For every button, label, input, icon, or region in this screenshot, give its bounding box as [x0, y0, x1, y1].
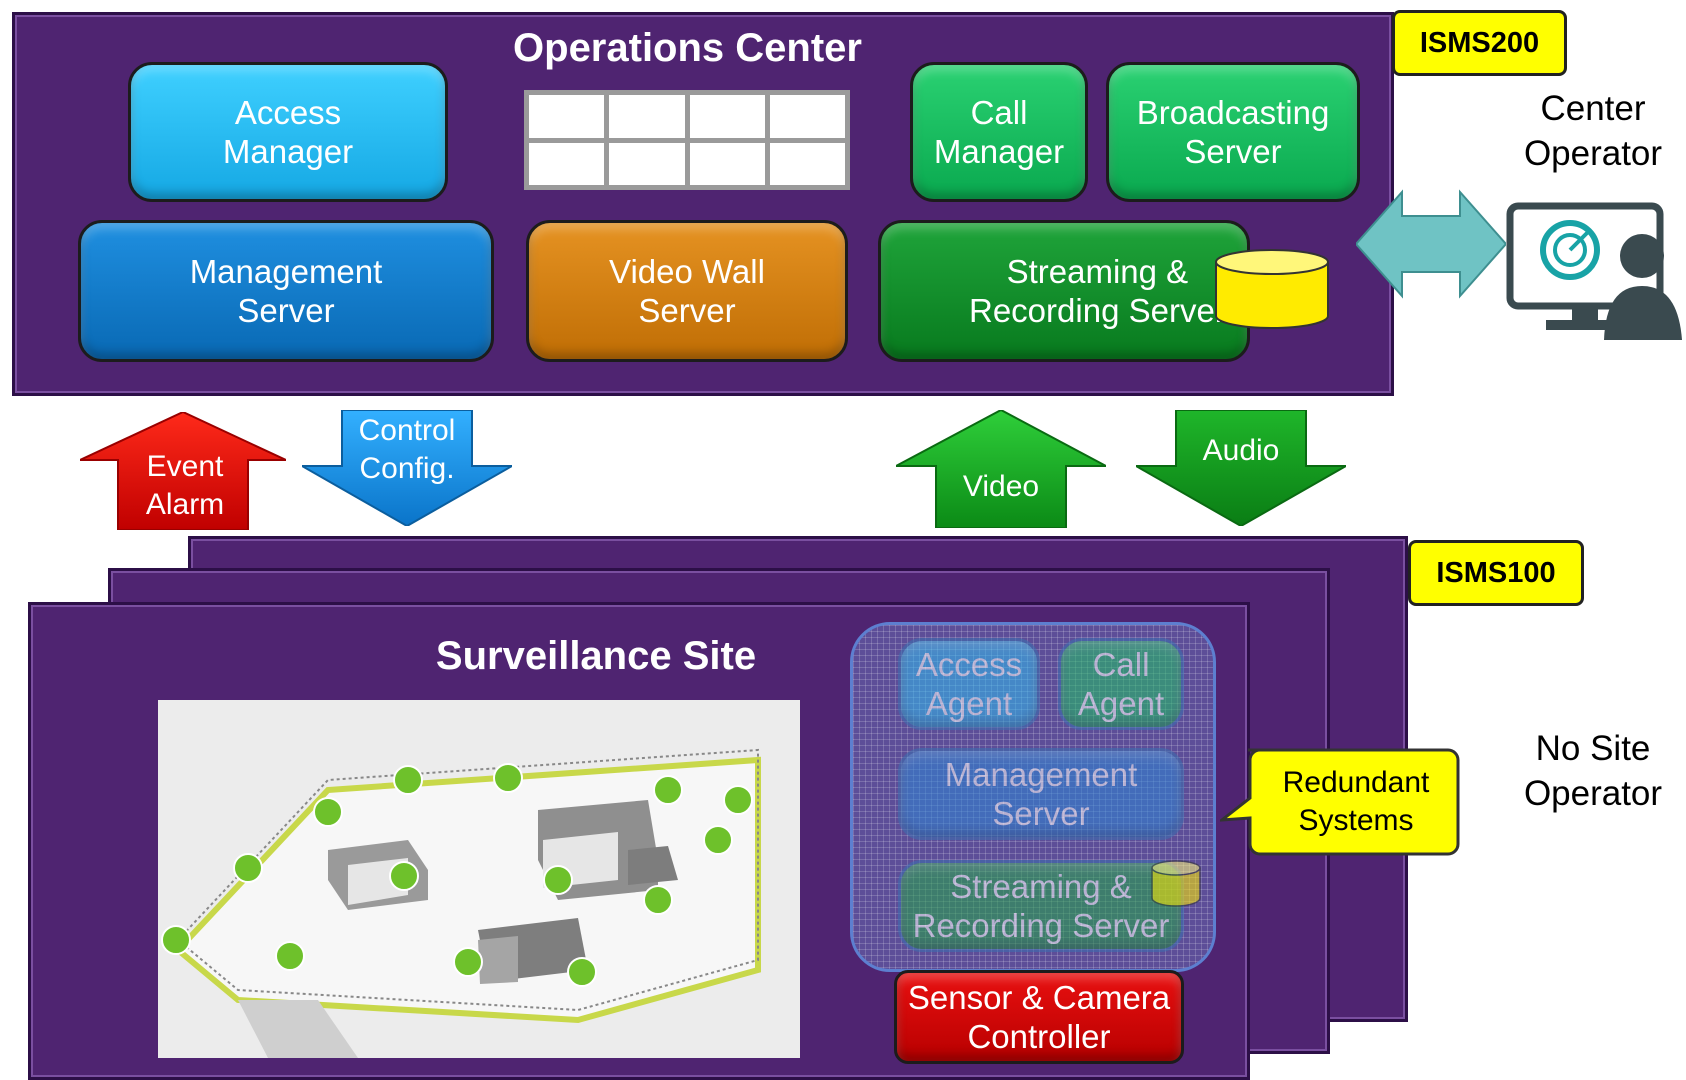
call-manager-box: Call Manager [910, 62, 1088, 202]
site-map-illustration [158, 700, 800, 1058]
operator-monitor-icon [1506, 202, 1682, 340]
redundant-systems-label: Redundant Systems [1282, 766, 1430, 837]
surveillance-site-title: Surveillance Site [435, 634, 757, 678]
video-wall-grid-icon [524, 90, 850, 190]
video-wall-server-box: Video Wall Server [526, 220, 848, 362]
access-manager-box: Access Manager [128, 62, 448, 202]
audio-label: Audio [1202, 434, 1280, 467]
operations-center-title: Operations Center [513, 26, 862, 70]
event-alarm-arrow [80, 412, 286, 530]
redundant-callout-bubble [1220, 748, 1460, 856]
access-agent-box: Access Agent [898, 638, 1040, 730]
streaming-recording-server-box: Streaming & Recording Server [878, 220, 1250, 362]
double-arrow-icon [1356, 189, 1506, 299]
site-operator-label: No Site Operator [1523, 729, 1663, 813]
site-management-server-box: Management Server [898, 748, 1184, 840]
audio-arrow [1136, 410, 1346, 526]
control-config-arrow [302, 410, 512, 526]
event-alarm-label: Event Alarm [145, 450, 225, 521]
video-label: Video [962, 470, 1040, 503]
database-icon [1215, 249, 1329, 329]
isms100-tag: ISMS100 [1408, 540, 1584, 606]
control-config-label: Control Config. [358, 414, 456, 485]
sensor-camera-controller-box: Sensor & Camera Controller [894, 970, 1184, 1064]
management-server-box: Management Server [78, 220, 494, 362]
call-agent-box: Call Agent [1058, 638, 1184, 730]
site-streaming-recording-box: Streaming & Recording Server [898, 860, 1184, 952]
video-arrow [896, 410, 1106, 528]
isms200-tag: ISMS200 [1392, 10, 1567, 76]
broadcasting-server-box: Broadcasting Server [1106, 62, 1360, 202]
center-operator-label: Center Operator [1523, 89, 1663, 173]
site-database-icon [1151, 860, 1201, 907]
